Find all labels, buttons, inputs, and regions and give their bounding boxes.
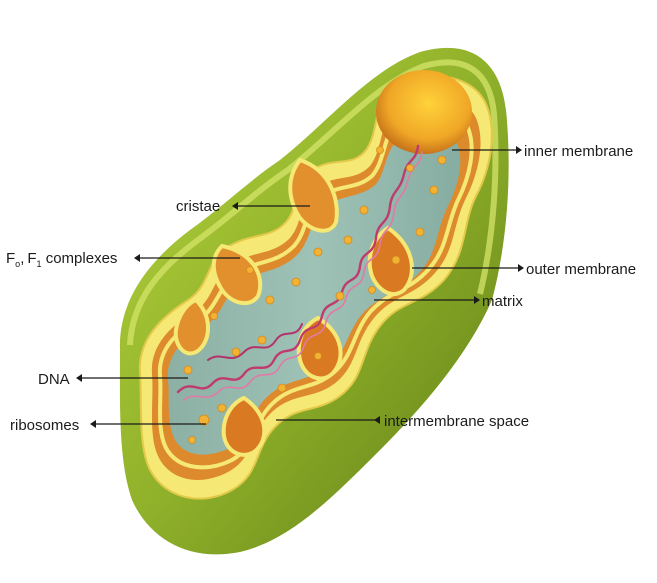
ribosome-dot <box>189 437 196 444</box>
label-cristae: cristae <box>176 198 220 215</box>
arrowhead-f-complexes <box>134 254 140 262</box>
arrowhead-outer-membrane <box>518 264 524 272</box>
ribosome-dot <box>360 206 368 214</box>
label-f-complexes-rest: complexes <box>42 250 118 267</box>
ribosome-dot <box>266 296 274 304</box>
label-f-complexes-f2: F <box>27 250 36 267</box>
ribosome-dot <box>315 353 322 360</box>
ribosome-dot <box>184 366 192 374</box>
ribosome-dot <box>430 186 438 194</box>
ribosome-dot <box>344 236 352 244</box>
label-f-complexes: Fo,F1 complexes <box>6 250 117 269</box>
ribosome-dot <box>416 228 424 236</box>
ribosome-dot <box>407 165 414 172</box>
ribosome-dot <box>292 278 300 286</box>
ribosome-dot <box>247 267 254 274</box>
ribosome-dot <box>392 256 400 264</box>
ribosome-dot <box>314 248 322 256</box>
ribosome-dot <box>369 287 376 294</box>
ribosome-dot <box>232 348 240 356</box>
label-dna: DNA <box>38 371 70 388</box>
ribosome-dot <box>336 292 344 300</box>
ribosome-dot <box>218 404 226 412</box>
label-f-complexes-comma: , <box>20 250 24 267</box>
ribosome-dot <box>377 147 384 154</box>
ribosome-dot <box>211 313 218 320</box>
ribosome-dot <box>438 156 446 164</box>
arrowhead-dna <box>76 374 82 382</box>
label-ribosomes: ribosomes <box>10 417 79 434</box>
label-inner-membrane: inner membrane <box>524 143 633 160</box>
top-cavity <box>376 70 472 154</box>
arrowhead-inner-membrane <box>516 146 522 154</box>
label-outer-membrane: outer membrane <box>526 261 636 278</box>
label-intermembrane-space: intermembrane space <box>384 413 529 430</box>
ribosome-dot <box>258 336 266 344</box>
arrowhead-ribosomes <box>90 420 96 428</box>
ribosome-dot <box>278 384 286 392</box>
label-f-complexes-f1: F <box>6 250 15 267</box>
label-matrix: matrix <box>482 293 523 310</box>
